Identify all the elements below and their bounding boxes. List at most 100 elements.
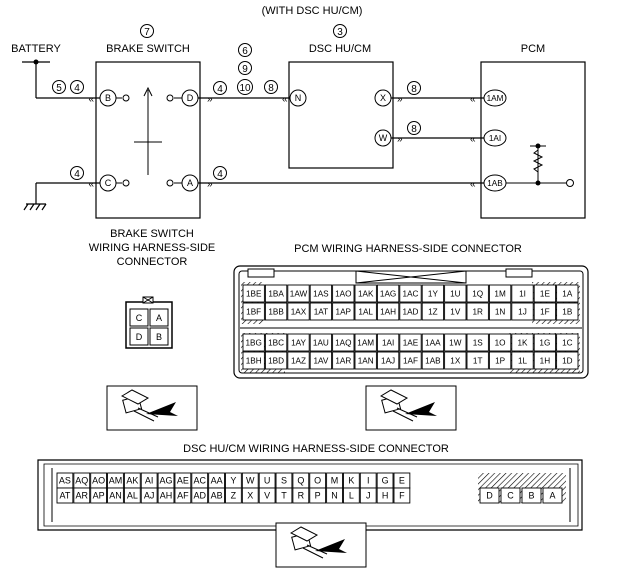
svg-text:4: 4 — [217, 84, 223, 95]
dsc-pin-ar-r2: AR — [73, 487, 91, 504]
dsc-pin-ag: AG — [157, 472, 175, 489]
pcm-junction-2 — [535, 180, 541, 186]
svg-text:1C: 1C — [562, 339, 573, 348]
dsc-conn-title: DSC HU/CM WIRING HARNESS-SIDE CONNECTOR — [183, 443, 449, 455]
svg-text:1AM: 1AM — [357, 339, 374, 348]
svg-text:1Z: 1Z — [428, 308, 438, 317]
svg-text:E: E — [399, 476, 405, 486]
pcm-pin-1f: 1F — [533, 302, 557, 321]
probe-icon-middle — [365, 385, 457, 431]
svg-text:1A: 1A — [562, 290, 573, 299]
pcm-pin-1bb: 1BB — [264, 302, 288, 321]
arrow-1ab: « — [470, 179, 476, 190]
svg-text:1AK: 1AK — [358, 290, 374, 299]
pcm-pin-1az: 1AZ — [287, 351, 310, 370]
svg-text:1BC: 1BC — [268, 339, 284, 348]
pcm-pin-1bg: 1BG — [242, 333, 265, 352]
dsc-pin-z-r2: Z — [225, 487, 242, 504]
svg-text:8: 8 — [411, 124, 417, 135]
pcm-pin-1be: 1BE — [242, 284, 265, 303]
svg-text:Q: Q — [297, 476, 304, 486]
pcm-pin-1d: 1D — [556, 351, 579, 370]
bs-cell-3: B — [156, 332, 162, 342]
probe-icon-left — [106, 385, 198, 431]
dsc-pin-n-r2: N — [326, 487, 343, 504]
pcm-pin-1aw: 1AW — [287, 284, 310, 303]
svg-text:O: O — [314, 476, 321, 486]
dsc-ref: 3 — [337, 27, 343, 38]
dsc-title: DSC HU/CM — [309, 43, 371, 55]
svg-text:AH: AH — [160, 491, 173, 501]
svg-text:8: 8 — [411, 84, 417, 95]
pcm-pin-1p: 1P — [488, 351, 512, 370]
pcm-pin-1k: 1K — [511, 333, 534, 352]
probe-icon-bottom — [275, 522, 367, 568]
svg-text:N: N — [295, 93, 302, 103]
dsc-pin-ah-r2: AH — [157, 487, 175, 504]
dsc-box — [288, 61, 394, 169]
svg-text:S: S — [281, 476, 287, 486]
svg-text:1W: 1W — [449, 339, 462, 348]
ref-mid-a: 6 — [238, 43, 252, 57]
bs-cell-2: D — [136, 332, 143, 342]
variant-header: (WITH DSC HU/CM) — [262, 5, 363, 17]
svg-text:B: B — [105, 93, 111, 103]
svg-text:AA: AA — [211, 476, 223, 486]
ref-c: 4 — [70, 166, 84, 180]
svg-text:1R: 1R — [472, 308, 483, 317]
svg-text:1AB: 1AB — [425, 357, 441, 366]
svg-text:AG: AG — [160, 476, 173, 486]
svg-text:V: V — [264, 491, 270, 501]
svg-text:AO: AO — [92, 476, 105, 486]
svg-text:T: T — [281, 491, 287, 501]
pcm-pin-1ay: 1AY — [287, 333, 310, 352]
svg-text:1K: 1K — [517, 339, 528, 348]
pcm-box — [480, 61, 586, 219]
svg-text:1AD: 1AD — [403, 308, 419, 317]
dsc-pin-at-r2: AT — [56, 487, 74, 504]
pcm-pin-1m: 1M — [488, 284, 512, 303]
pcm-pin-1ba: 1BA — [264, 284, 288, 303]
svg-text:1AA: 1AA — [425, 339, 441, 348]
svg-text:AP: AP — [93, 491, 105, 501]
pcm-pin-1aa: 1AA — [421, 333, 445, 352]
svg-text:1AN: 1AN — [358, 357, 374, 366]
arrow-w: » — [397, 134, 403, 145]
dsc-pin-u: U — [258, 472, 276, 489]
dsc-ref-circle — [333, 24, 347, 38]
pcm-pin-1ai: 1AI — [376, 333, 400, 352]
ref-battery-a: 5 — [52, 80, 66, 94]
pcm-pin-1av: 1AV — [309, 351, 333, 370]
svg-text:Z: Z — [231, 491, 237, 501]
ground-wire — [23, 182, 100, 211]
svg-text:1E: 1E — [540, 290, 551, 299]
pcm-pin-1s: 1S — [466, 333, 489, 352]
dsc-pin-aj-r2: AJ — [140, 487, 158, 504]
svg-text:AR: AR — [76, 491, 89, 501]
pin-1ai: 1AI — [483, 129, 507, 147]
pcm-pin-1h: 1H — [533, 351, 557, 370]
brake-switch-internals — [100, 86, 190, 187]
svg-text:1U: 1U — [450, 290, 461, 299]
svg-text:1P: 1P — [495, 357, 506, 366]
dsc-pin-r-r2: R — [292, 487, 310, 504]
svg-text:1AB: 1AB — [487, 179, 503, 188]
pcm-pin-1a: 1A — [556, 284, 579, 303]
svg-text:1AP: 1AP — [336, 308, 352, 317]
svg-text:G: G — [382, 476, 389, 486]
svg-text:R: R — [298, 491, 305, 501]
svg-text:8: 8 — [268, 83, 274, 94]
svg-text:P: P — [315, 491, 321, 501]
svg-text:9: 9 — [242, 64, 248, 75]
dsc-pin-s: S — [275, 472, 293, 489]
dsc-pin-x-r2: X — [241, 487, 259, 504]
pcm-pin-1ac: 1AC — [399, 284, 422, 303]
svg-text:AN: AN — [109, 491, 122, 501]
dsc-pin-aa: AA — [208, 472, 225, 489]
dsc-pin-am: AM — [107, 472, 124, 489]
dsc-pin-g: G — [376, 472, 394, 489]
dsc-pin-an-r2: AN — [107, 487, 124, 504]
ref-a: 4 — [213, 166, 227, 180]
